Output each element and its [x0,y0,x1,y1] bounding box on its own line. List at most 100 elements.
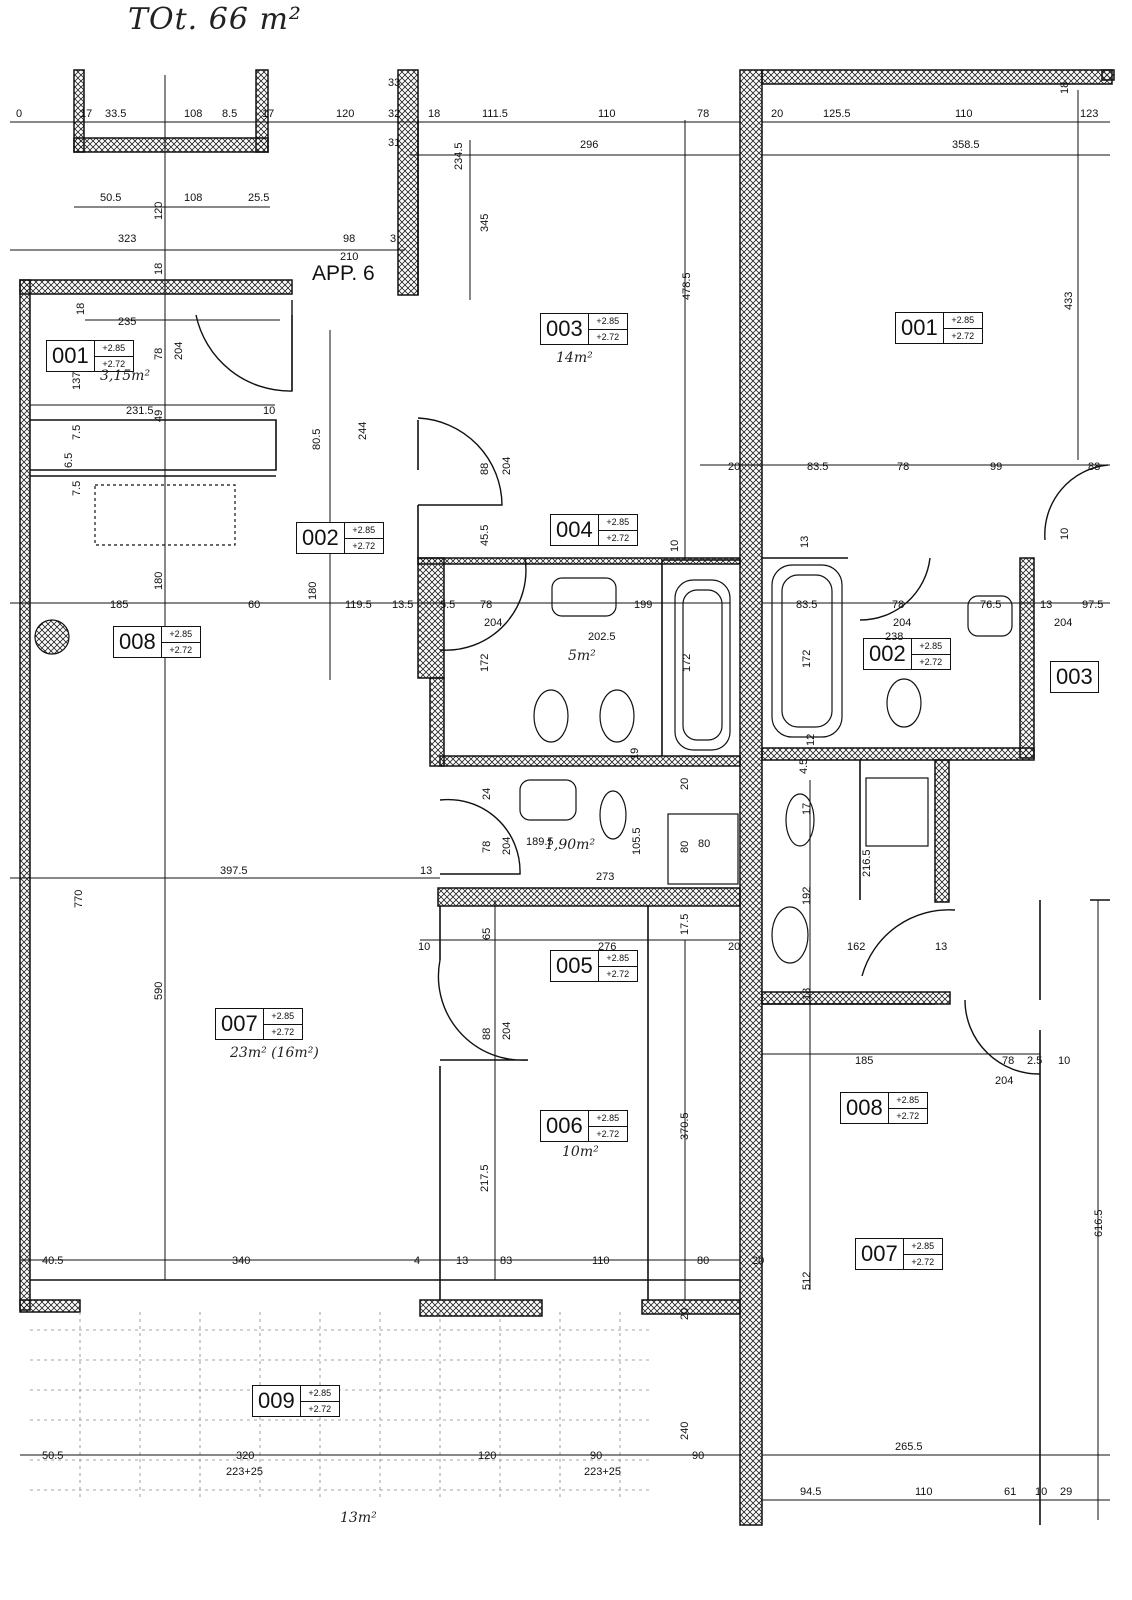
dimension-label: 108 [184,108,202,120]
dimension-label: 204 [1054,617,1072,629]
dimension-label: 323 [118,233,136,245]
dimension-label: 33.5 [105,108,126,120]
room-level-bottom: +2.72 [911,1256,935,1267]
apartment-label: APP. 6 [312,262,375,285]
dimension-label: 18 [153,263,165,275]
room-tag: 001+2.85+2.72 [46,340,134,372]
room-level-bottom: +2.72 [606,968,630,979]
dimension-label: 18 [1059,82,1071,94]
dimension-label: 83.5 [807,461,828,473]
dimension-label: 60 [248,599,260,611]
room-tag: 007+2.85+2.72 [215,1008,303,1040]
room-code: 001 [895,312,944,344]
dimension-label: 120 [153,202,165,220]
dimension-label: 76.5 [980,599,1001,611]
wall-right-shower-right [934,759,950,903]
room-level-top: +2.85 [943,313,982,329]
room-tag: 004+2.85+2.72 [550,514,638,546]
dimension-label: 20 [752,1255,764,1267]
dimension-label: 13 [799,536,811,548]
dimension-label: 512 [801,1272,813,1290]
wall-bottom-right [641,1299,741,1315]
area-note: 10m² [562,1144,599,1160]
header-note: TOt. 66 m² [128,2,302,37]
room-tag: 009+2.85+2.72 [252,1385,340,1417]
doors [195,300,1109,1075]
dimension-label: 296 [580,139,598,151]
dimension-label: 20 [679,1308,691,1320]
dimension-label: 3 [390,233,396,245]
dimension-label: 20 [771,108,783,120]
dimension-label: 88 [1088,461,1100,473]
dimension-label: 8.5 [222,108,237,120]
wall-top-stub-bottom [73,137,269,153]
room-level-top: +2.85 [94,341,133,357]
dimension-label: 32 [388,108,400,120]
dimension-label: 276 [598,941,616,953]
dimension-label: 31 [388,137,400,149]
dimension-label: 7.5 [71,481,83,496]
dimension-label: 78 [480,599,492,611]
room-code: 003 [1050,661,1099,693]
dimension-label: 40.5 [42,1255,63,1267]
central-wall [739,69,763,1526]
dimension-label: 210 [340,251,358,263]
dimension-label: 13 [456,1255,468,1267]
dimension-lines [10,75,1110,1520]
fixtures [34,484,1013,964]
dimension-label: 162 [847,941,865,953]
dimension-label: 10 [669,540,681,552]
area-note: 3,15m² [100,368,151,384]
room-level-bottom: +2.72 [102,358,126,369]
dimension-label: 17 [801,803,813,815]
dimension-label: 235 [118,316,136,328]
dimension-label: 78 [897,461,909,473]
dimension-label: 25.5 [248,192,269,204]
dimension-label: 238 [885,631,903,643]
shower-right [865,777,929,847]
room-tag: 002+2.85+2.72 [863,638,951,670]
dimension-label: 10 [263,405,275,417]
dimension-label: 223+25 [226,1466,263,1478]
dimension-label: 4.5 [798,759,810,774]
round-vent [34,619,70,655]
dimension-label: 125.5 [823,108,851,120]
dimension-label: 231.5 [126,405,154,417]
room-tag: 008+2.85+2.72 [840,1092,928,1124]
dimension-label: 78 [892,599,904,611]
dimension-label: 345 [479,214,491,232]
dimension-label: 13.5 [392,599,413,611]
dimension-label: 17.5 [679,914,691,935]
dimension-label: 13 [801,988,813,1000]
room-level-top: +2.85 [263,1009,302,1025]
dimension-label: 90 [590,1450,602,1462]
dimension-label: 137 [71,372,83,390]
dimension-label: 7.5 [71,425,83,440]
dimension-label: 50.5 [100,192,121,204]
dimension-label: 189.5 [526,836,554,848]
dimension-label: 10 [1059,528,1071,540]
dimension-label: 265.5 [895,1441,923,1453]
toilet-right [886,678,922,728]
dimension-label: 20 [728,941,740,953]
dimension-label: 240 [679,1422,691,1440]
dimension-label: 340 [232,1255,250,1267]
dimension-label: 180 [307,582,319,600]
dimension-label: 45.5 [479,525,491,546]
dimension-label: 216.5 [861,849,873,877]
dimension-label: 78 [697,108,709,120]
room-level-bottom: +2.72 [352,540,376,551]
room-tag: 003 [1050,661,1099,693]
dimension-label: 234.5 [453,142,465,170]
dimension-label: 204 [484,617,502,629]
dimension-label: 94.5 [800,1486,821,1498]
dimension-label: 204 [501,1022,513,1040]
dimension-label: 244 [357,422,369,440]
room-level-top: +2.85 [598,515,637,531]
dimension-label: 78 [1002,1055,1014,1067]
wall-bottom-left [19,1299,81,1313]
dimension-label: 180 [153,572,165,590]
dimension-label: 2.5 [1027,1055,1042,1067]
partitions [30,120,1110,1525]
